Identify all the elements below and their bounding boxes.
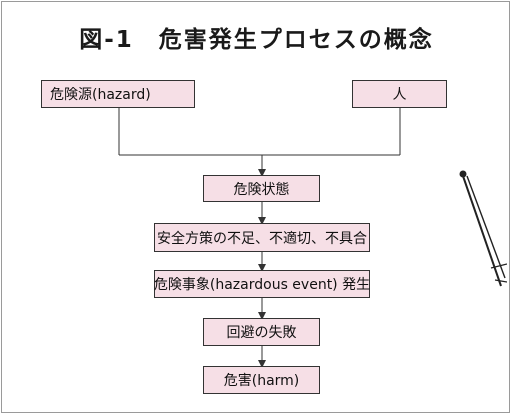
diagram-title: 図-1 危害発生プロセスの概念 [79,27,434,53]
node-hazardous-event: 危険事象(hazardous event) 発生 [154,270,370,298]
node-hazard-source: 危険源(hazard) [41,80,195,108]
tool-tip [459,170,467,178]
node-avoidance-failure: 回避の失敗 [203,318,320,346]
node-hazardous-state: 危険状態 [203,175,320,202]
node-safety-insufficient: 安全方策の不足、不適切、不具合 [154,223,370,252]
node-harm: 危害(harm) [203,366,320,394]
tool-illustration [459,170,507,287]
node-person: 人 [352,80,447,108]
